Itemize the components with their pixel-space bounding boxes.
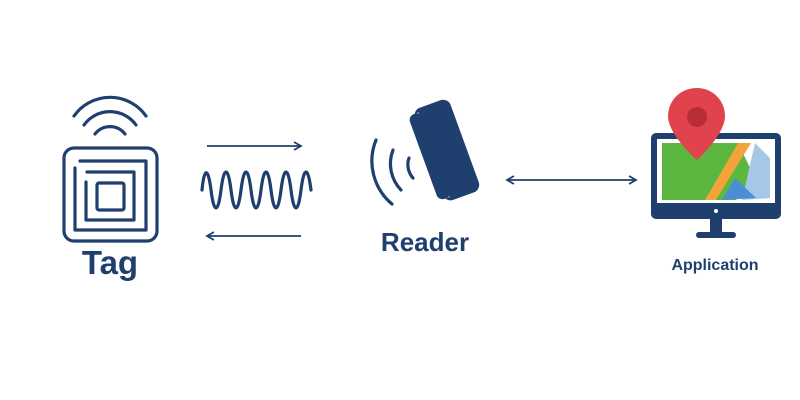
application-label: Application <box>671 257 759 274</box>
reader-signal-icon <box>370 138 415 206</box>
radio-wave-icon <box>200 170 313 210</box>
tag-label: Tag <box>81 244 139 281</box>
map-icon <box>662 143 770 200</box>
reader-label: Reader <box>380 227 470 257</box>
rfid-reader-icon <box>409 99 480 201</box>
wifi-signal-icon <box>72 95 148 136</box>
rfid-tag-icon <box>62 146 159 243</box>
monitor-icon <box>651 133 781 238</box>
location-pin-icon <box>668 88 725 160</box>
